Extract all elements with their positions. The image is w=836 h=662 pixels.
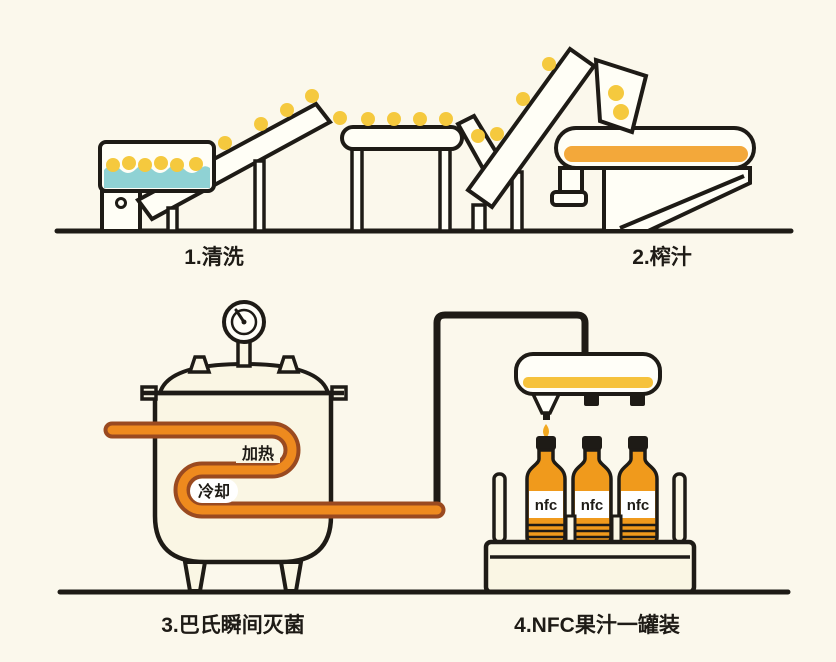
filler-nozzle — [584, 394, 599, 406]
bottle-sticker — [575, 491, 609, 518]
fruit — [361, 112, 375, 126]
fruit — [542, 57, 556, 71]
filler-nozzle — [630, 394, 645, 406]
fruit — [254, 117, 268, 131]
conveyor-leg — [350, 147, 364, 233]
cool-label: 冷却 — [198, 482, 230, 501]
fruit — [138, 158, 152, 172]
heat-label: 加热 — [241, 444, 274, 463]
juicer-machine — [550, 57, 756, 233]
crate-slat — [610, 514, 623, 544]
crate-post — [672, 472, 687, 544]
funnel-tip — [543, 413, 550, 420]
fruit — [471, 129, 485, 143]
fruit — [154, 156, 168, 170]
fruit — [305, 89, 319, 103]
fruit — [490, 127, 504, 141]
fruit — [413, 112, 427, 126]
cool-label-bg — [190, 479, 238, 503]
step-label-pasteurize: 3.巴氏瞬间灭菌 — [161, 614, 305, 637]
elevator-leg — [510, 170, 524, 233]
bottle-label: nfc — [535, 497, 558, 514]
juicer-press-body — [602, 166, 752, 233]
fruit — [189, 157, 203, 171]
nfc-bottle: nfc — [525, 436, 567, 545]
transfer-pipe — [433, 311, 589, 512]
fruit — [280, 103, 294, 117]
tank-dome — [157, 361, 331, 395]
bottle-sticker — [529, 491, 563, 518]
filling-machine — [514, 352, 662, 438]
fruit — [170, 158, 184, 172]
coil-pipe-inner — [107, 425, 442, 515]
nfc-bottles: nfc nfc nfc — [525, 436, 659, 545]
filler-band — [523, 377, 653, 388]
tank-leg — [278, 560, 304, 593]
fruit — [218, 136, 232, 150]
fruit — [613, 104, 629, 120]
coil-pipe: 加热 冷却 — [103, 421, 446, 519]
juicer-foot — [550, 190, 588, 207]
flat-conveyor — [333, 111, 507, 233]
fruit — [122, 156, 136, 170]
tank-cap — [187, 355, 212, 374]
fruit — [387, 112, 401, 126]
conveyor-leg — [438, 147, 452, 233]
fruit — [439, 112, 453, 126]
pressure-gauge-icon — [222, 300, 266, 344]
tank-cap — [276, 355, 301, 374]
bottle-label: nfc — [581, 497, 604, 514]
crate-post — [492, 472, 507, 544]
nfc-bottle: nfc — [571, 436, 613, 545]
fruit — [106, 158, 120, 172]
elevator-foot — [471, 203, 487, 233]
step-label-washing: 1.清洗 — [184, 245, 244, 269]
incline-leg — [253, 159, 266, 233]
bottle-sticker — [621, 491, 655, 518]
juice-drop-icon — [543, 424, 549, 438]
filler-funnel — [530, 392, 562, 415]
elevator-conveyor — [465, 46, 597, 233]
juicer-press-line — [619, 174, 745, 230]
elevator-belt — [465, 46, 597, 210]
wash-water — [104, 165, 210, 188]
fruit — [516, 92, 530, 106]
bottle-label: nfc — [627, 497, 650, 514]
conveyor-belt — [340, 125, 464, 151]
crate-slat — [564, 514, 577, 544]
nfc-bottle: nfc — [617, 436, 659, 545]
drain-dot-icon — [115, 197, 127, 209]
step-label-bottling: 4.NFC果汁一罐装 — [514, 613, 680, 637]
crate-base — [483, 539, 697, 595]
tank-leg — [182, 560, 208, 593]
incline-leg — [166, 206, 179, 233]
juicer-juice-band — [564, 146, 748, 162]
washing-machine — [98, 89, 334, 233]
bottle-cap — [582, 436, 602, 450]
bottle-cap — [628, 436, 648, 450]
bottle-cap — [536, 436, 556, 450]
fruit — [608, 85, 624, 101]
fruit — [333, 111, 347, 125]
heat-label-bg — [236, 443, 280, 463]
step-label-juicing: 2.榨汁 — [632, 245, 692, 269]
